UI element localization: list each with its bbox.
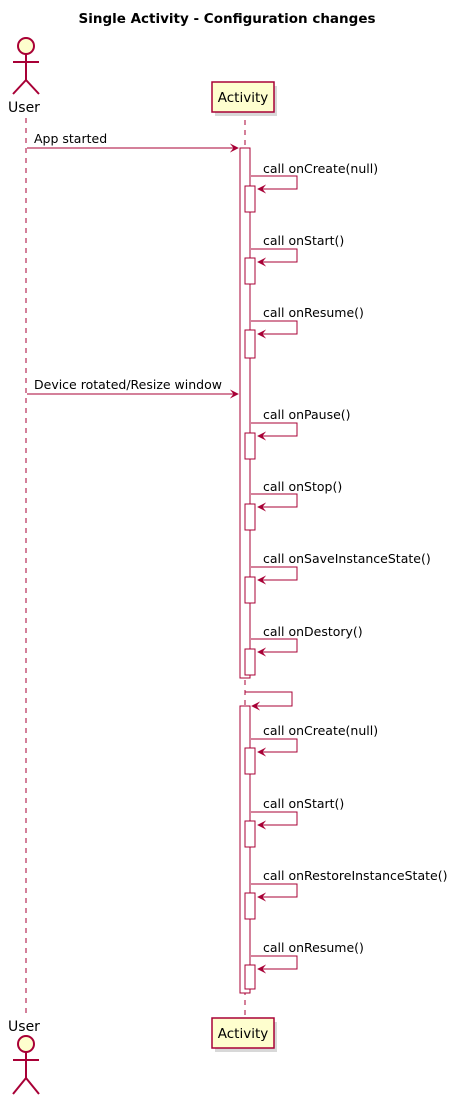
message-label: call onDestory(): [263, 624, 363, 639]
self-message-arrow: [251, 955, 298, 974]
activity-label-top: Activity: [218, 90, 269, 106]
self-message-arrow: [251, 320, 298, 339]
activation-bar: [244, 329, 256, 359]
activation-bar: [239, 147, 251, 679]
activation-bar: [244, 747, 256, 775]
self-message-arrow: [251, 811, 298, 830]
user-label-bottom: User: [8, 1019, 40, 1035]
activation-bar: [244, 576, 256, 604]
self-message-arrow: [251, 248, 298, 267]
message-label: Device rotated/Resize window: [34, 377, 222, 392]
actor-head-icon: [17, 37, 35, 55]
diagram-title: Single Activity - Configuration changes: [78, 11, 375, 27]
activation-bar: [244, 892, 256, 920]
message-label: call onPause(): [263, 407, 351, 422]
message-label: App started: [34, 131, 107, 146]
message-label: call onResume(): [263, 305, 364, 320]
message-label: call onResume(): [263, 940, 364, 955]
message-label: call onStart(): [263, 796, 344, 811]
self-message-arrow: [251, 175, 298, 194]
activation-bar: [244, 503, 256, 531]
activity-box-bottom: [211, 1017, 275, 1049]
self-message-arrow: [251, 638, 298, 657]
actor-head-icon: [17, 1035, 35, 1053]
user-actor-top: [12, 37, 40, 95]
activity-box-top: [211, 81, 275, 113]
message-label: call onCreate(null): [263, 723, 378, 738]
activation-bar: [239, 705, 251, 994]
self-message-arrow: [251, 883, 298, 902]
user-actor-bottom: [12, 1035, 40, 1095]
self-message-arrow: [245, 691, 293, 711]
self-message-arrow: [251, 738, 298, 757]
activation-bar: [244, 185, 256, 213]
activation-bar: [244, 648, 256, 676]
self-message-arrow: [251, 422, 298, 441]
message-label: call onCreate(null): [263, 161, 378, 176]
self-message-arrow: [251, 493, 298, 512]
message-label: call onStart(): [263, 233, 344, 248]
activity-label-bottom: Activity: [218, 1026, 269, 1042]
user-label-top: User: [8, 100, 40, 116]
message-label: call onSaveInstanceState(): [263, 551, 431, 566]
activation-bar: [244, 820, 256, 848]
message-label: call onStop(): [263, 479, 342, 494]
message-label: call onRestoreInstanceState(): [263, 868, 447, 883]
activation-bar: [244, 964, 256, 990]
self-message-arrow: [251, 566, 298, 585]
activation-bar: [244, 257, 256, 285]
activation-bar: [244, 432, 256, 460]
